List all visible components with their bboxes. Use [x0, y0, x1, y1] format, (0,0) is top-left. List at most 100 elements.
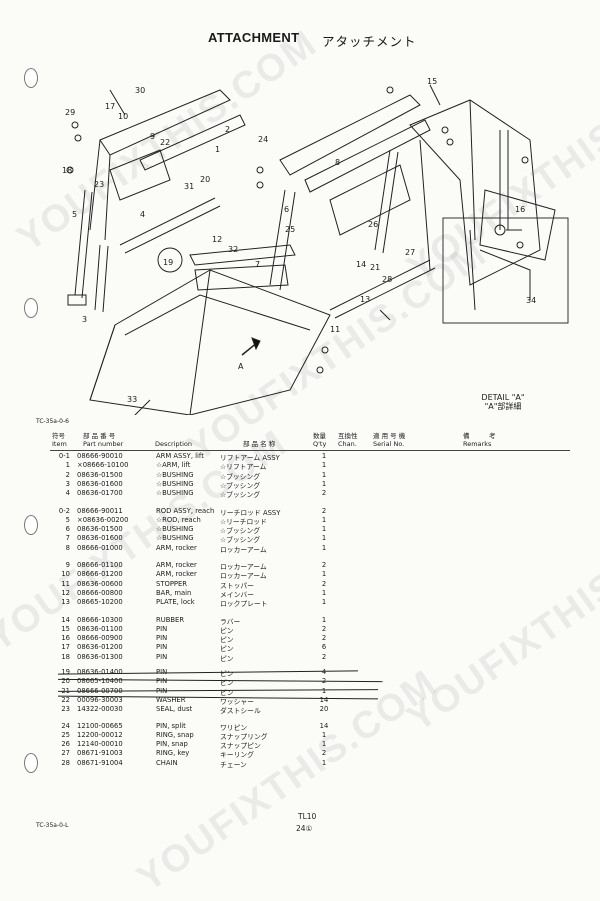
diagram-drawing — [66, 84, 569, 421]
row-description: ☆BUSHING — [156, 534, 194, 543]
page-number: 24① — [296, 824, 313, 833]
row-name-jp: ピン — [220, 645, 234, 654]
row-description: PIN — [156, 677, 168, 686]
row-quantity: 1 — [321, 452, 327, 460]
callout-label: 13 — [360, 295, 371, 304]
row-item-number: 5 — [65, 515, 70, 524]
row-part-number: 14322-00030 — [77, 705, 123, 714]
row-name-jp: ロッカーアーム — [220, 572, 267, 581]
row-item-number: 13 — [61, 598, 70, 607]
row-quantity: 1 — [321, 598, 327, 607]
callout-label: 21 — [370, 263, 381, 272]
callout-label: A — [238, 362, 244, 371]
row-item-number: 19 — [61, 668, 70, 676]
detail-a-label: DETAIL "A" "A"部詳細 — [473, 393, 533, 411]
row-name-jp: ☆ブッシング — [220, 527, 261, 536]
punch-hole — [24, 515, 38, 535]
callout-label: 11 — [330, 325, 341, 334]
header-item: 符号 Item — [52, 432, 67, 448]
row-description: BAR, main — [156, 588, 192, 597]
header-chg-en: Chan. — [338, 440, 357, 448]
row-quantity: 1 — [321, 525, 327, 534]
row-name-jp: ワリピン — [220, 723, 248, 732]
row-part-number: 08666-01000 — [77, 543, 123, 552]
row-part-number: 08666-01200 — [77, 570, 123, 579]
detail-a-title-jp: "A"部詳細 — [484, 402, 522, 411]
header-remarks-jp: 備 考 — [463, 432, 496, 440]
row-name-jp: リフトアーム ASSY — [220, 454, 280, 462]
row-description: PIN — [156, 643, 168, 652]
punch-hole — [24, 298, 38, 318]
row-description: ☆ROD, reach — [156, 515, 201, 524]
row-quantity: 1 — [321, 730, 327, 739]
header-desc: Description — [155, 440, 192, 448]
callout-label: 22 — [160, 138, 171, 147]
callout-label: 6 — [284, 205, 290, 214]
row-name-jp: ロッカーアーム — [220, 545, 267, 554]
row-item-number: 8 — [65, 543, 70, 552]
row-name-jp: ☆ブッシング — [220, 481, 261, 490]
row-name-jp: キーリング — [220, 751, 254, 760]
row-item-number: 28 — [61, 758, 70, 767]
row-name-jp: ☆ブッシング — [220, 491, 261, 500]
row-name-jp: ワッシャー — [220, 697, 254, 706]
row-item-number: 0-1 — [58, 452, 70, 460]
header-name-jp: 部 品 名 称 — [243, 440, 275, 448]
header-qty: 数量 Q'ty — [313, 432, 326, 448]
row-quantity: 1 — [321, 740, 327, 749]
callout-label: 1 — [215, 145, 221, 154]
row-description: RING, key — [156, 749, 190, 758]
row-description: ☆BUSHING — [156, 489, 194, 498]
row-part-number: 08636-01500 — [77, 470, 123, 479]
row-quantity: 2 — [321, 506, 327, 515]
row-name-jp: ピン — [220, 679, 234, 688]
row-quantity: 1 — [321, 570, 327, 579]
header-qty-en: Q'ty — [313, 440, 327, 448]
row-quantity: 4 — [321, 668, 327, 676]
detail-a-title: DETAIL "A" — [481, 393, 525, 402]
header-rule — [50, 450, 570, 451]
header-chg: 互換性 Chan. — [338, 432, 358, 448]
row-quantity: 1 — [321, 461, 327, 470]
row-description: PIN, snap — [156, 740, 188, 749]
row-description: ARM, rocker — [156, 543, 197, 552]
row-quantity: 2 — [321, 634, 327, 643]
row-part-number: 08666-00900 — [77, 634, 123, 643]
row-description: RUBBER — [156, 615, 185, 624]
row-name-jp: ☆ブッシング — [220, 472, 261, 481]
row-name-jp: ダストシール — [220, 707, 261, 716]
row-part-number: 08671-91004 — [77, 758, 123, 767]
row-description: PIN — [156, 634, 168, 643]
row-part-number: 08666-10300 — [77, 615, 123, 624]
row-quantity: 2 — [321, 561, 327, 569]
callout-label: 30 — [135, 86, 146, 95]
row-description: ARM, rocker — [156, 561, 197, 569]
header-part: 部 品 番 号 Part number — [83, 432, 123, 448]
row-part-number: 08636-01400 — [77, 668, 123, 676]
row-description: ☆BUSHING — [156, 470, 194, 479]
row-item-number: 2 — [65, 470, 70, 479]
row-item-number: 16 — [61, 634, 70, 643]
footer-model: TL10 — [298, 812, 317, 821]
row-item-number: 26 — [61, 740, 70, 749]
row-name-jp: ロッカーアーム — [220, 563, 267, 571]
callout-label: 18 — [62, 166, 73, 175]
row-item-number: 10 — [61, 570, 70, 579]
header-serial: 適 用 号 機 Serial No. — [373, 432, 405, 448]
callout-label: 28 — [382, 275, 393, 284]
row-name-jp: ☆リーチロッド — [220, 517, 267, 526]
row-part-number: 08666-90011 — [77, 506, 123, 515]
